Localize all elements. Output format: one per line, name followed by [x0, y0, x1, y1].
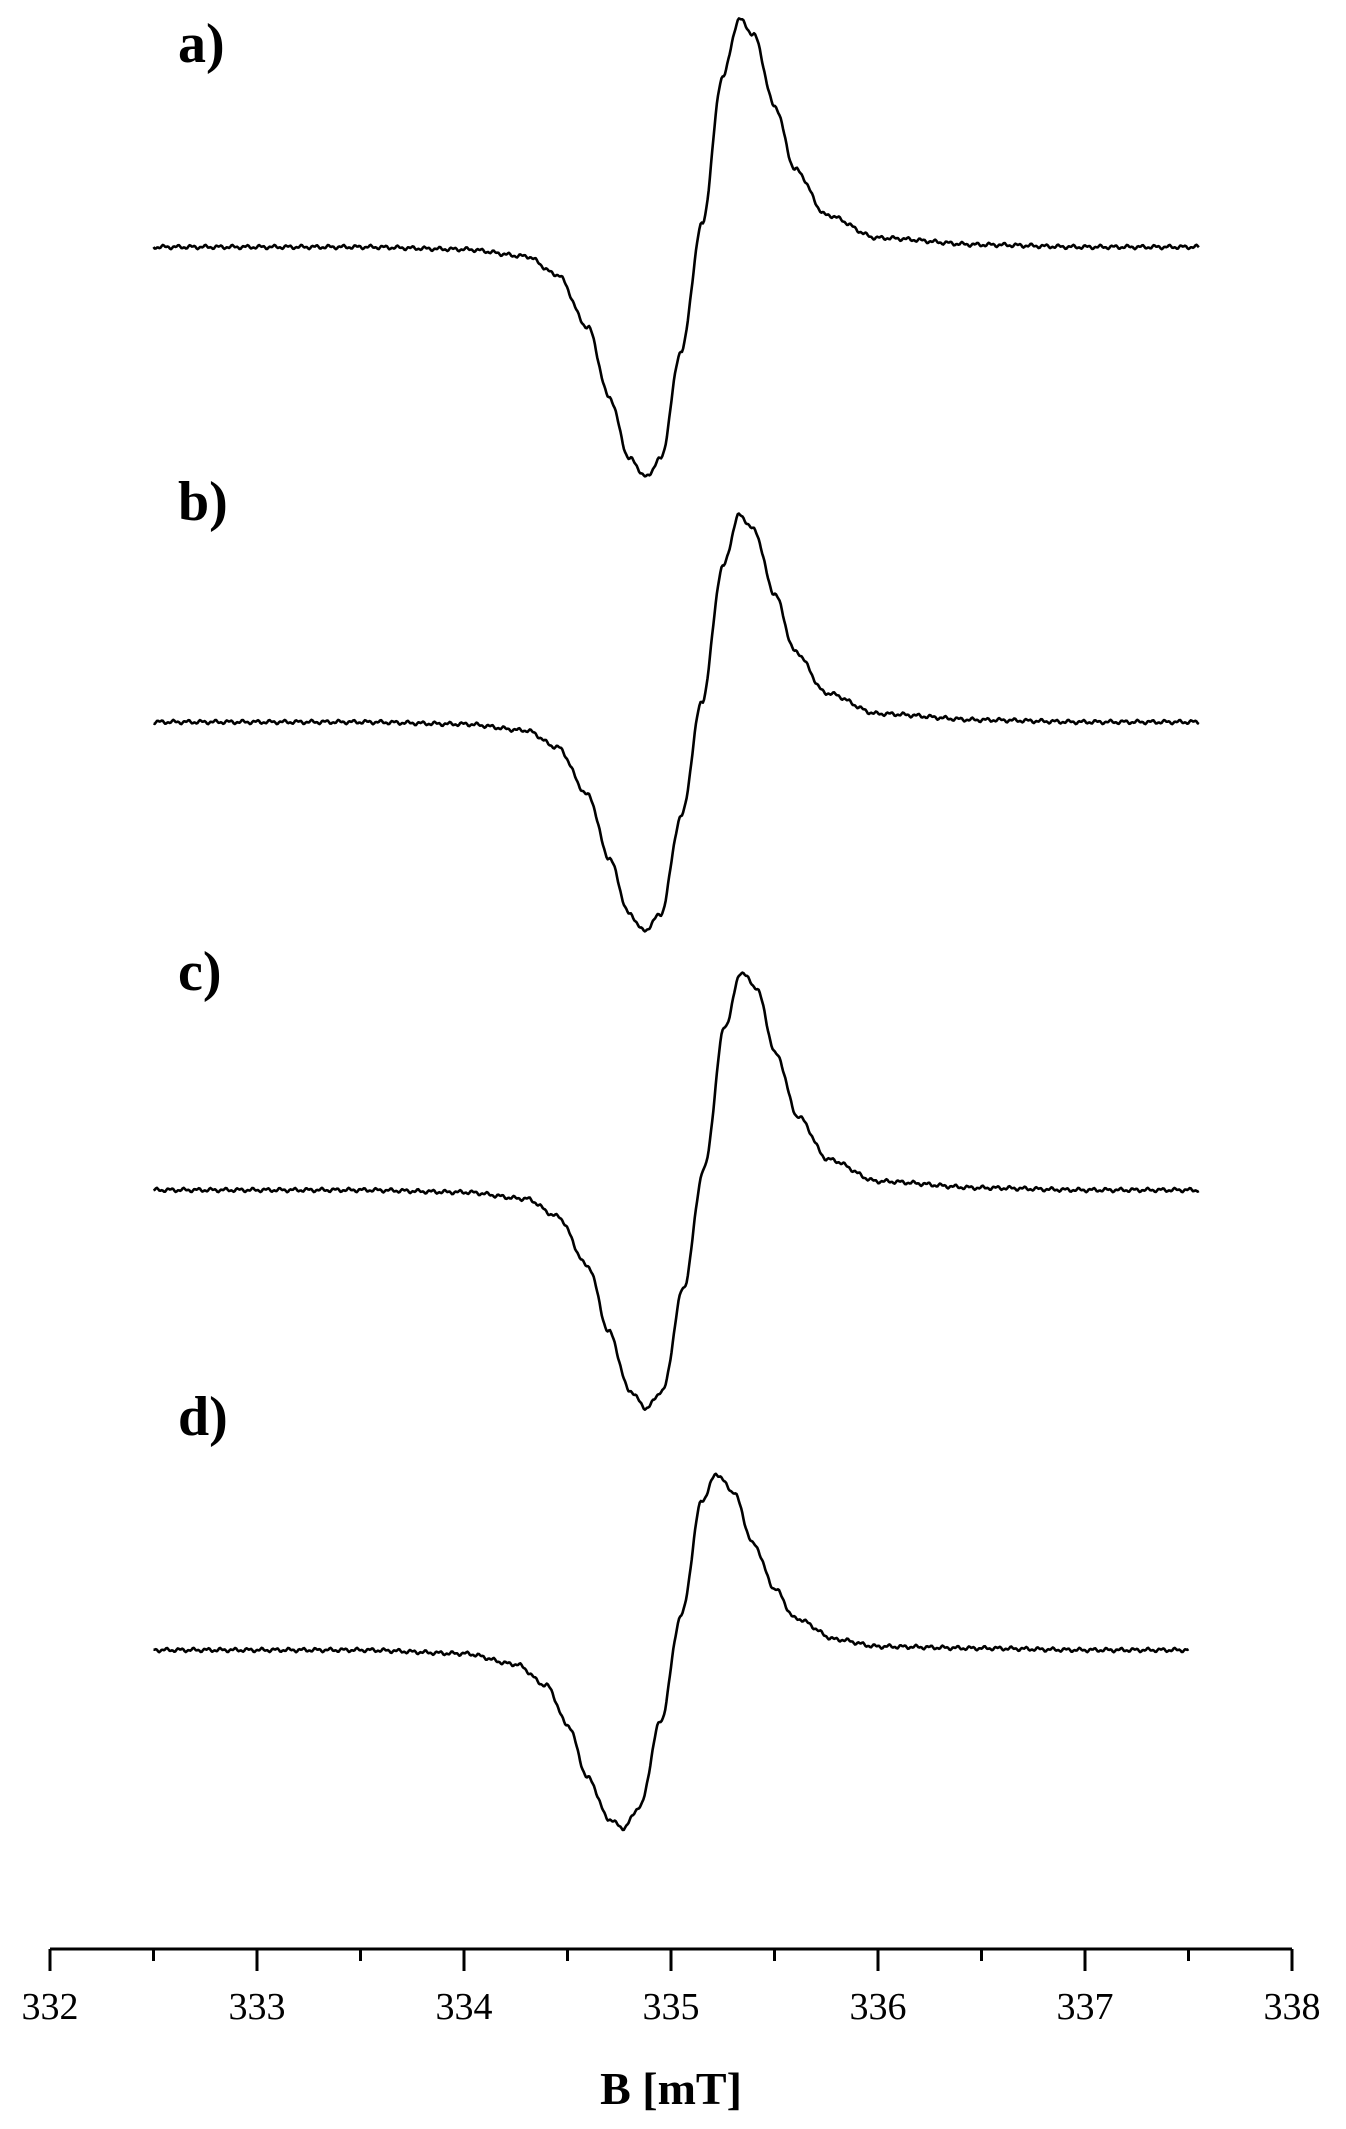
x-tick-label: 337: [1057, 1986, 1114, 2028]
panel-label-d: d): [178, 1386, 228, 1448]
panel-label-a: a): [178, 13, 225, 75]
spectrum-trace-a: [152, 17, 1200, 478]
panel-label-c: c): [178, 941, 222, 1003]
x-tick-label: 338: [1264, 1986, 1321, 2028]
spectrum-trace-c: [152, 971, 1200, 1411]
panel-label-b: b): [178, 471, 228, 533]
x-axis: 332 333 334 335 336 337 338: [22, 1947, 1321, 2028]
spectra-traces: [152, 17, 1200, 1832]
x-axis-title: B [mT]: [600, 2063, 742, 2114]
spectrum-trace-d: [153, 1472, 1190, 1832]
x-tick-label: 332: [22, 1986, 79, 2028]
x-tick-label: 335: [643, 1986, 700, 2028]
x-tick-label: 336: [850, 1986, 907, 2028]
panel-labels: a) b) c) d): [178, 13, 228, 1448]
spectrum-trace-b: [153, 512, 1200, 933]
x-tick-label: 334: [436, 1986, 493, 2028]
x-tick-label: 333: [229, 1986, 286, 2028]
